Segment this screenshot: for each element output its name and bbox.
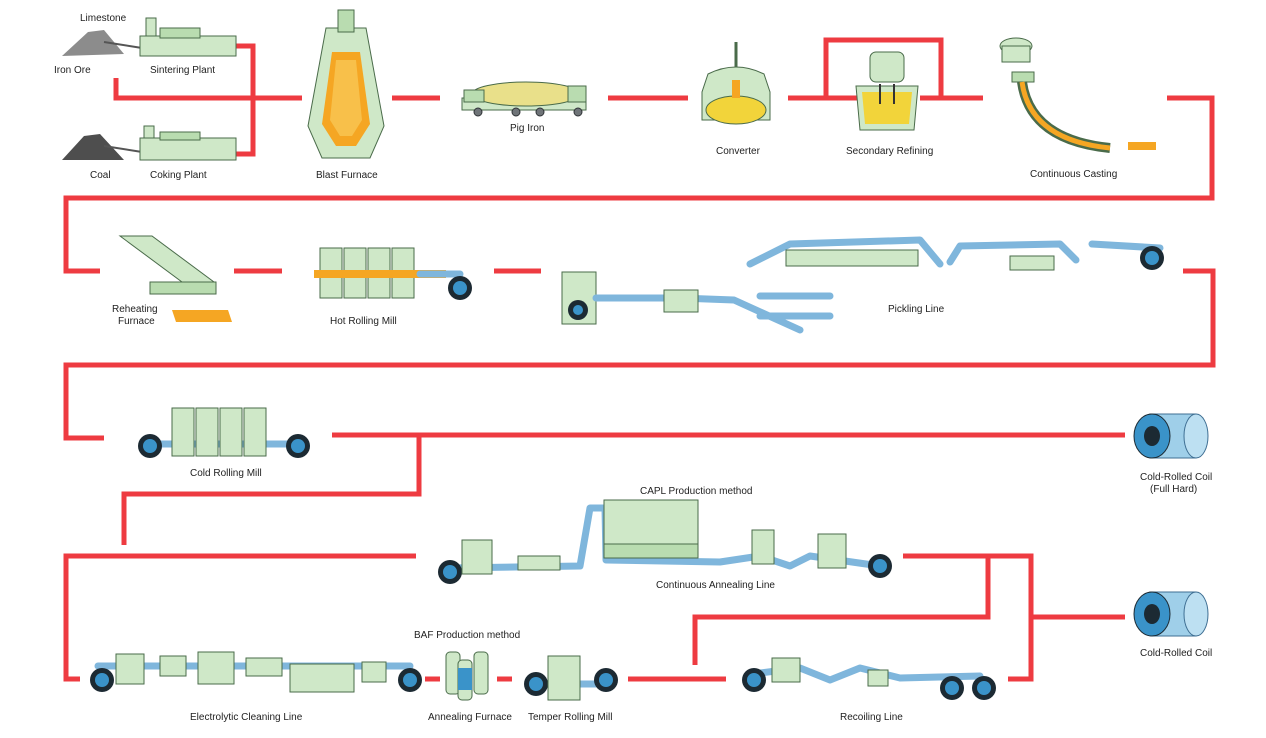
capl-method-label: CAPL Production method: [640, 486, 752, 497]
temper-rolling-mill-icon: [524, 655, 618, 701]
secondary-refining-icon: [855, 51, 919, 131]
pickling-line-label: Pickling Line: [888, 304, 945, 315]
temper-rolling-mill-label: Temper Rolling Mill: [528, 712, 612, 723]
pig-iron-torpedo-car-icon: [461, 81, 587, 117]
cold-rolled-coil-icon: [1133, 591, 1209, 637]
iron-ore-pile: [62, 30, 143, 56]
baf-method-label: BAF Production method: [414, 630, 520, 641]
reheating-furnace-label-2: Furnace: [118, 316, 155, 327]
converter-label: Converter: [716, 146, 761, 157]
limestone-label: Limestone: [80, 13, 127, 24]
converter-icon: [701, 42, 771, 125]
flow-lines: [63, 37, 1216, 682]
continuous-annealing-line-icon: [438, 499, 892, 584]
continuous-casting-icon: [999, 37, 1156, 153]
cold-rolled-coil-full-hard-icon: [1133, 413, 1209, 459]
recoiling-line-icon: [742, 657, 996, 700]
electrolytic-cleaning-line-icon: [90, 651, 422, 693]
blast-furnace-icon: [307, 9, 385, 159]
blast-furnace-label: Blast Furnace: [316, 170, 378, 181]
iron-ore-label: Iron Ore: [54, 65, 91, 76]
coal-label: Coal: [90, 170, 111, 181]
coking-plant-label: Coking Plant: [150, 170, 207, 181]
sintering-plant-icon: [139, 17, 237, 57]
coking-plant-icon: [139, 125, 237, 161]
recoiling-line-label: Recoiling Line: [840, 712, 903, 723]
cold-rolled-coil-full-hard-label-2: (Full Hard): [1150, 484, 1197, 495]
reheating-furnace-icon: [118, 235, 232, 322]
continuous-annealing-line-label: Continuous Annealing Line: [656, 580, 775, 591]
pig-iron-label: Pig Iron: [510, 123, 544, 134]
continuous-casting-label: Continuous Casting: [1030, 169, 1117, 180]
cold-rolled-coil-full-hard-label-1: Cold-Rolled Coil: [1140, 472, 1212, 483]
hot-rolling-mill-label: Hot Rolling Mill: [330, 316, 397, 327]
cold-rolling-mill-icon: [138, 407, 310, 458]
coal-pile: [62, 134, 143, 160]
hot-rolling-mill-icon: [314, 247, 472, 300]
reheating-furnace-label-1: Reheating: [112, 304, 158, 315]
electrolytic-cleaning-line-label: Electrolytic Cleaning Line: [190, 712, 303, 723]
annealing-furnace-label: Annealing Furnace: [428, 712, 512, 723]
pickling-line-icon: [561, 236, 1164, 334]
sintering-plant-label: Sintering Plant: [150, 65, 215, 76]
cold-rolling-mill-label: Cold Rolling Mill: [190, 468, 262, 479]
cold-rolled-coil-label: Cold-Rolled Coil: [1140, 648, 1212, 659]
secondary-refining-label: Secondary Refining: [846, 146, 933, 157]
annealing-furnace-icon: [445, 651, 489, 701]
